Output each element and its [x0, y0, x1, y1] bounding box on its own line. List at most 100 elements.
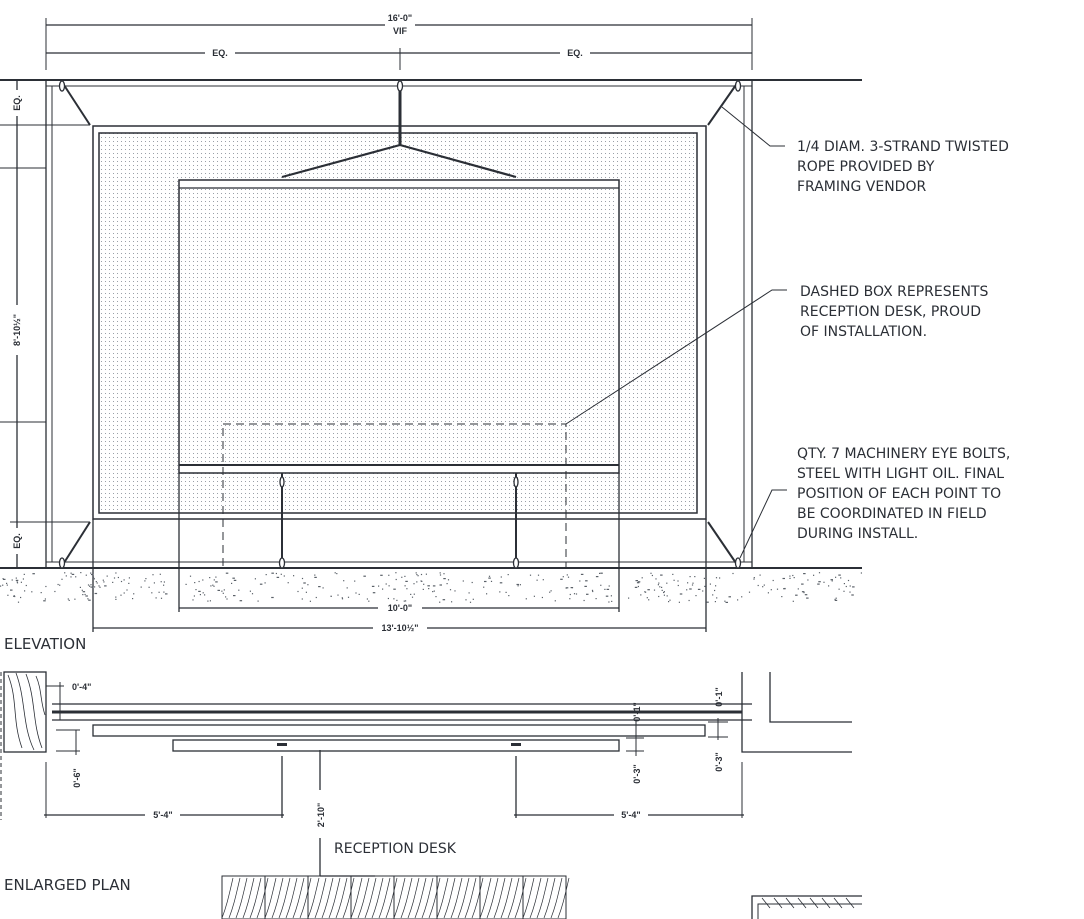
aggregate-speck	[661, 589, 663, 591]
aggregate-speck	[443, 573, 445, 575]
aggregate-speck	[423, 583, 425, 585]
svg-text:5'-4": 5'-4"	[621, 810, 640, 820]
eq-bottom-label: EQ.	[12, 533, 22, 549]
wood-grain	[242, 877, 255, 919]
wood-grain	[407, 877, 420, 919]
dimension-left-span: 5'-4"	[44, 756, 284, 820]
aggregate-speck	[94, 586, 96, 588]
aggregate-speck	[341, 597, 343, 599]
aggregate-speck	[404, 585, 406, 587]
aggregate-speck	[781, 596, 783, 598]
aggregate-speck	[595, 576, 599, 578]
aggregate-speck	[403, 600, 405, 602]
aggregate-speck	[297, 590, 299, 593]
aggregate-speck	[195, 589, 197, 591]
aggregate-speck	[567, 576, 570, 578]
wood-grain	[464, 877, 477, 919]
aggregate-speck	[679, 593, 683, 595]
aggregate-speck	[16, 582, 19, 584]
aggregate-speck	[801, 583, 804, 585]
aggregate-speck	[128, 577, 130, 579]
aggregate-speck	[11, 579, 13, 581]
aggregate-speck	[160, 597, 163, 599]
wood-grain	[335, 877, 348, 919]
aggregate-speck	[90, 572, 92, 574]
aggregate-speck	[692, 582, 694, 584]
aggregate-speck	[483, 586, 485, 588]
note-desk: DASHED BOX REPRESENTS RECEPTION DESK, PR…	[565, 284, 988, 425]
aggregate-speck	[666, 595, 668, 597]
aggregate-speck	[163, 591, 165, 593]
aggregate-speck	[517, 585, 519, 587]
aggregate-speck	[209, 600, 211, 602]
wood-grain	[400, 877, 413, 919]
aggregate-speck	[486, 593, 488, 595]
aggregate-speck	[120, 580, 123, 583]
aggregate-speck	[537, 574, 540, 576]
svg-text:0'-3": 0'-3"	[632, 764, 642, 783]
aggregate-speck	[92, 576, 95, 578]
wood-grain	[514, 877, 527, 919]
aggregate-speck	[677, 584, 679, 587]
height-label: 8'-10½"	[12, 314, 22, 346]
wood-grain	[271, 877, 284, 919]
wood-grain	[321, 877, 334, 919]
aggregate-speck	[817, 583, 820, 585]
aggregate-speck	[158, 591, 160, 593]
aggregate-speck	[99, 586, 101, 588]
aggregate-speck	[807, 579, 809, 581]
plan-outer-frame	[92, 724, 706, 737]
wood-panel	[522, 875, 567, 919]
aggregate-speck	[425, 573, 427, 575]
aggregate-speck	[301, 587, 303, 589]
aggregate-speck	[714, 589, 716, 592]
aggregate-speck	[368, 600, 370, 602]
wood-grain	[342, 877, 355, 919]
aggregate-speck	[783, 588, 786, 590]
aggregate-speck	[525, 598, 527, 600]
svg-text:POSITION OF EACH POINT TO: POSITION OF EACH POINT TO	[797, 486, 1001, 502]
aggregate-speck	[346, 587, 348, 589]
aggregate-speck	[724, 600, 726, 602]
aggregate-speck	[231, 582, 233, 584]
aggregate-speck	[762, 586, 764, 588]
aggregate-speck	[715, 585, 717, 587]
aggregate-speck	[314, 576, 317, 578]
aggregate-speck	[151, 592, 153, 594]
aggregate-speck	[843, 583, 845, 585]
aggregate-speck	[672, 573, 674, 575]
aggregate-speck	[233, 579, 237, 581]
aggregate-speck	[204, 594, 206, 596]
svg-text:0'-4": 0'-4"	[72, 682, 91, 692]
wood-grain	[299, 877, 312, 919]
aggregate-speck	[776, 588, 779, 590]
aggregate-speck	[757, 584, 759, 587]
aggregate-speck	[439, 572, 441, 574]
rope-rigging	[61, 80, 739, 567]
aggregate-speck	[834, 599, 838, 601]
aggregate-speck	[660, 574, 663, 576]
vif-label: VIF	[393, 26, 408, 36]
svg-text:2'-10": 2'-10"	[316, 803, 326, 827]
aggregate-speck	[849, 591, 851, 593]
aggregate-speck	[305, 591, 307, 593]
aggregate-speck	[222, 592, 224, 594]
aggregate-speck	[600, 572, 603, 574]
aggregate-speck	[14, 595, 16, 598]
aggregate-speck	[232, 577, 235, 579]
aggregate-speck	[691, 584, 694, 586]
aggregate-speck	[276, 576, 280, 578]
aggregate-speck	[140, 586, 142, 588]
aggregate-speck	[604, 588, 606, 590]
aggregate-speck	[605, 595, 609, 597]
aggregate-speck	[7, 594, 9, 596]
aggregate-speck	[3, 578, 6, 580]
aggregate-speck	[443, 578, 446, 580]
aggregate-speck	[641, 577, 643, 579]
aggregate-speck	[741, 596, 743, 598]
aggregate-speck	[371, 585, 375, 587]
eye-bolt-icons	[58, 80, 742, 569]
dimension-overall-width: 16'-0" VIF	[45, 13, 753, 70]
aggregate-speck	[585, 580, 588, 582]
aggregate-speck	[439, 584, 442, 586]
